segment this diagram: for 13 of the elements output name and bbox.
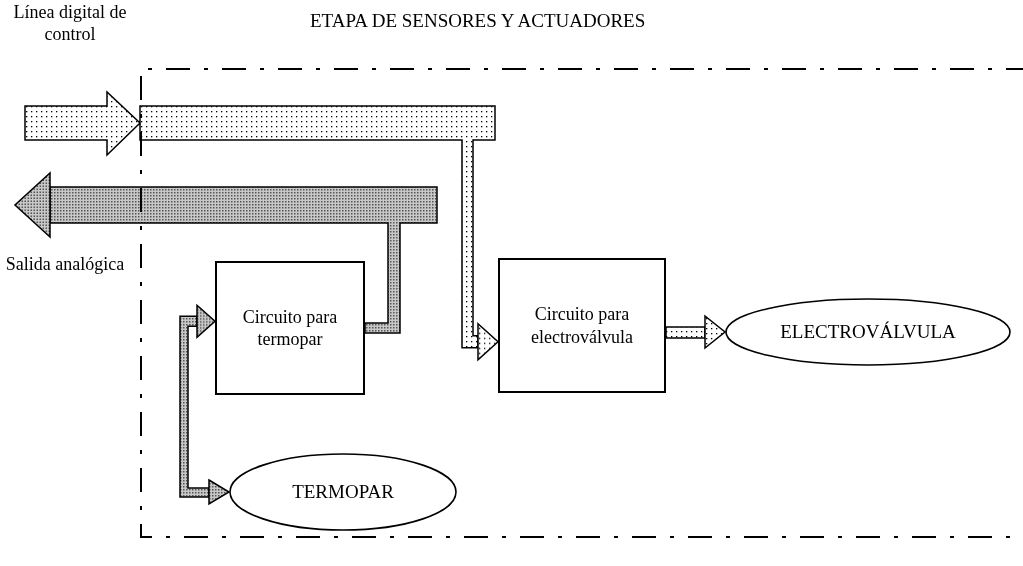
device-label: ELECTROVÁLVULA bbox=[780, 321, 956, 343]
signal-label: Salida analógica bbox=[5, 254, 125, 276]
signal-label: Línea digital de control bbox=[12, 2, 128, 46]
stage-title: ETAPA DE SENSORES Y ACTUADORES bbox=[310, 10, 646, 32]
process-box bbox=[498, 258, 666, 393]
box-label: Circuito para electroválvula bbox=[530, 303, 634, 348]
device-label: TERMOPAR bbox=[292, 481, 394, 503]
box-label: Circuito para termopar bbox=[241, 305, 339, 351]
arrow bbox=[179, 304, 230, 505]
arrow bbox=[14, 172, 438, 334]
arrow bbox=[665, 315, 726, 349]
arrow bbox=[24, 90, 499, 361]
process-box bbox=[215, 261, 365, 395]
